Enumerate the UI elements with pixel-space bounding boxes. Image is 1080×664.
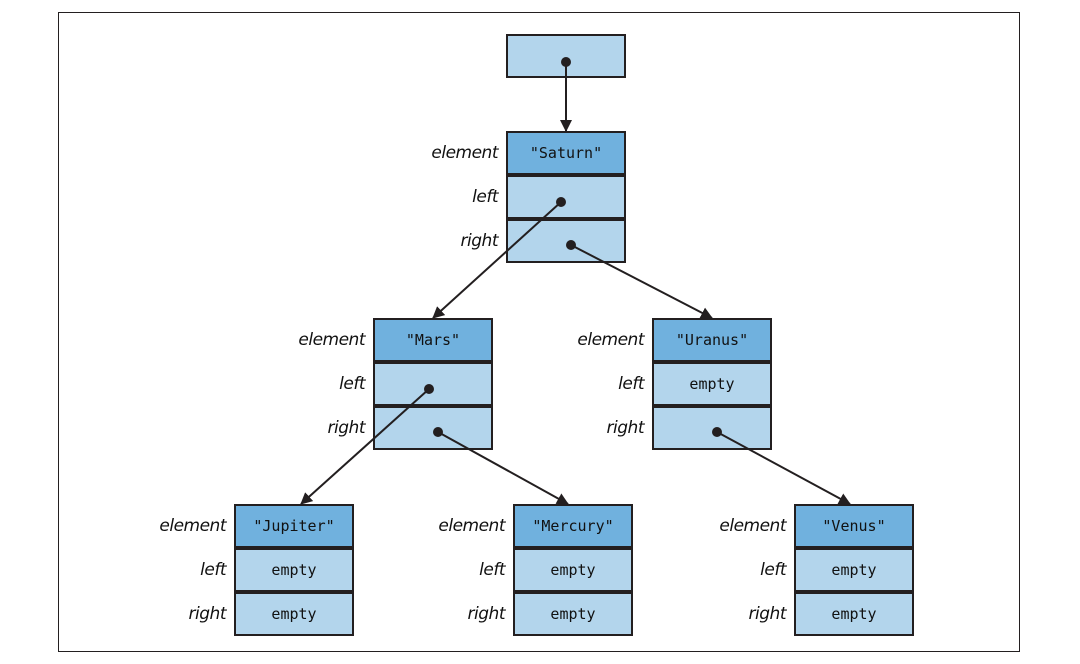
left-empty-cell: empty	[794, 548, 914, 592]
element-cell: "Saturn"	[506, 131, 626, 175]
element-label: element	[298, 330, 365, 350]
pointer-arrow-mars-left-to-jupiter	[300, 388, 430, 505]
left-empty-cell: empty	[513, 548, 633, 592]
left-empty-cell: empty	[234, 548, 354, 592]
right-pointer-cell	[506, 219, 626, 263]
pointer-arrow-saturn-left-to-mars	[432, 201, 562, 319]
element-label: element	[577, 330, 644, 350]
left-pointer-cell	[506, 175, 626, 219]
left-label: left	[472, 187, 498, 207]
right-label: right	[460, 231, 499, 251]
left-label: left	[339, 374, 365, 394]
element-cell: "Uranus"	[652, 318, 772, 362]
element-label: element	[438, 516, 505, 536]
right-empty-cell: empty	[513, 592, 633, 636]
right-pointer-cell	[373, 406, 493, 450]
left-label: left	[618, 374, 644, 394]
pointer-dot-uranus-right	[712, 427, 722, 437]
pointer-dot-mars-right	[433, 427, 443, 437]
left-label: left	[479, 560, 505, 580]
pointer-dot-saturn-left	[556, 197, 566, 207]
right-label: right	[327, 418, 366, 438]
pointer-dot-saturn-right	[566, 240, 576, 250]
element-label: element	[431, 143, 498, 163]
pointer-dot-root	[561, 57, 571, 67]
right-pointer-cell	[652, 406, 772, 450]
element-cell: "Jupiter"	[234, 504, 354, 548]
left-label: left	[760, 560, 786, 580]
pointer-arrow-uranus-right-to-venus	[716, 431, 851, 505]
left-empty-cell: empty	[652, 362, 772, 406]
right-label: right	[606, 418, 645, 438]
pointer-arrow-saturn-right-to-uranus	[570, 244, 713, 319]
element-label: element	[719, 516, 786, 536]
right-label: right	[188, 604, 227, 624]
element-cell: "Mercury"	[513, 504, 633, 548]
right-empty-cell: empty	[234, 592, 354, 636]
element-cell: "Mars"	[373, 318, 493, 362]
left-label: left	[200, 560, 226, 580]
right-empty-cell: empty	[794, 592, 914, 636]
element-cell: "Venus"	[794, 504, 914, 548]
right-label: right	[467, 604, 506, 624]
right-label: right	[748, 604, 787, 624]
element-label: element	[159, 516, 226, 536]
pointer-dot-mars-left	[424, 384, 434, 394]
pointer-arrow-mars-right-to-mercury	[437, 431, 569, 505]
left-pointer-cell	[373, 362, 493, 406]
